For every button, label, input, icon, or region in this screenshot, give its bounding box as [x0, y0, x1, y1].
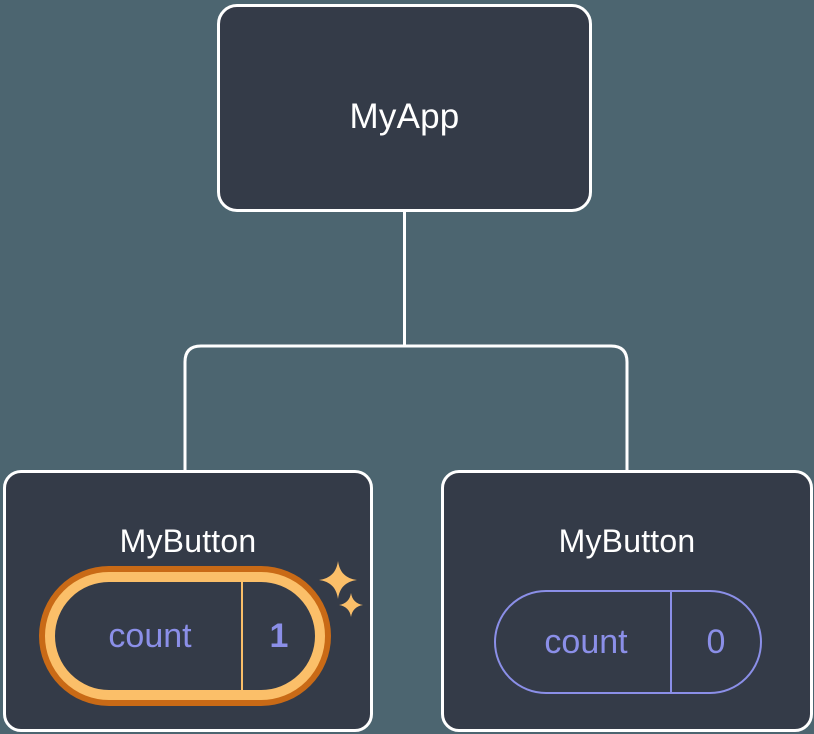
- node-mybutton-left-label: MyButton: [119, 523, 257, 559]
- state-pill-left-value: 1: [241, 582, 315, 690]
- node-mybutton-right-label: MyButton: [558, 523, 696, 559]
- state-pill-left[interactable]: count 1: [45, 572, 325, 700]
- state-pill-right-wrapper: count 0: [494, 590, 762, 694]
- edge-root-to-children: [183, 212, 629, 470]
- state-pill-right-value: 0: [670, 592, 760, 692]
- node-myapp-label: MyApp: [349, 97, 460, 136]
- state-pill-right-key: count: [544, 622, 628, 661]
- state-pill-left-wrapper: count 1: [39, 566, 331, 706]
- state-pill-left-key: count: [108, 616, 192, 655]
- state-pill-right[interactable]: count 0: [494, 590, 762, 694]
- state-pill-left-highlight-ring: count 1: [39, 566, 331, 706]
- node-myapp[interactable]: MyApp: [217, 4, 592, 212]
